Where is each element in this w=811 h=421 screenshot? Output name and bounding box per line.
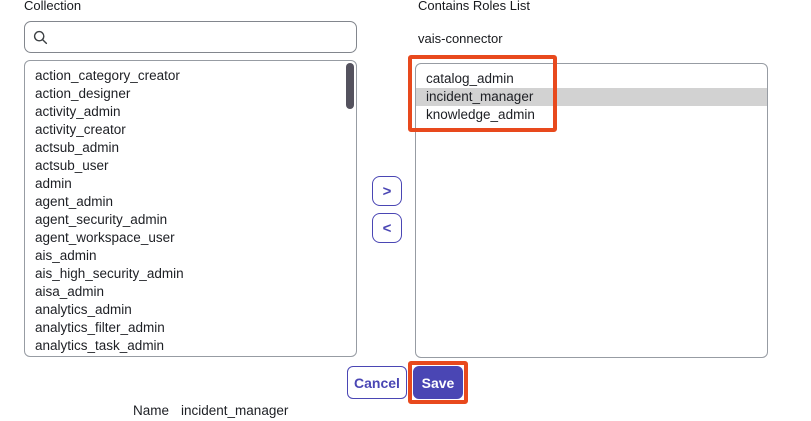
connector-name-label: vais-connector — [418, 31, 503, 46]
list-option[interactable]: knowledge_admin — [426, 107, 535, 122]
list-option[interactable]: analytics_admin — [35, 302, 132, 317]
list-option[interactable]: agent_admin — [35, 194, 114, 209]
search-icon — [33, 30, 48, 44]
save-button[interactable]: Save — [413, 366, 463, 399]
list-option[interactable]: incident_manager — [416, 88, 767, 106]
list-option[interactable]: agent_workspace_user — [35, 230, 175, 245]
list-option[interactable]: analytics_filter_admin — [35, 320, 165, 335]
move-right-button[interactable]: > — [372, 176, 402, 206]
list-option[interactable]: analytics_viewer — [25, 355, 356, 356]
cancel-button[interactable]: Cancel — [347, 366, 407, 399]
search-input[interactable] — [54, 29, 348, 45]
list-option[interactable]: activity_creator — [35, 122, 126, 137]
list-option[interactable]: action_category_creator — [35, 68, 180, 83]
list-option[interactable]: actsub_admin — [35, 140, 120, 155]
list-option[interactable]: admin — [35, 176, 72, 191]
name-row: Name incident_manager — [133, 403, 288, 418]
list-option[interactable]: agent_security_admin — [35, 212, 168, 227]
list-option[interactable]: ais_admin — [35, 248, 97, 263]
list-option[interactable]: activity_admin — [35, 104, 121, 119]
collection-label: Collection — [24, 0, 82, 13]
list-option[interactable]: actsub_user — [35, 158, 109, 173]
list-option[interactable]: analytics_task_admin — [35, 338, 165, 353]
scrollbar-thumb[interactable] — [346, 63, 354, 109]
name-label: Name — [133, 403, 170, 418]
move-left-button[interactable]: < — [372, 213, 402, 243]
contains-roles-heading: Contains Roles List — [418, 0, 530, 13]
name-value: incident_manager — [181, 403, 289, 418]
list-option[interactable]: aisa_admin — [35, 284, 105, 299]
list-option[interactable]: ais_high_security_admin — [35, 266, 184, 281]
list-option[interactable]: catalog_admin — [426, 71, 514, 86]
collection-search[interactable] — [24, 21, 357, 53]
list-option[interactable]: action_designer — [35, 86, 131, 101]
